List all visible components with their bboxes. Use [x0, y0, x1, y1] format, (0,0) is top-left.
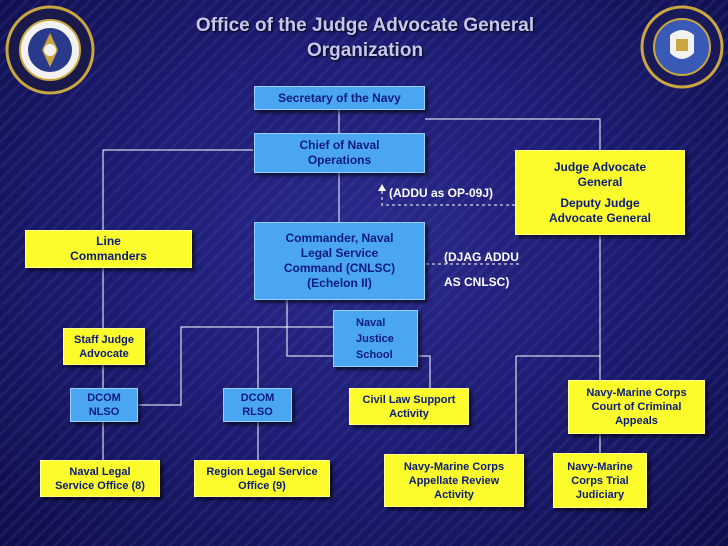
- box-label: General: [577, 174, 623, 189]
- box-label: Navy-Marine Corps: [586, 387, 687, 399]
- box-chief-of-naval-operations: Chief of Naval Operations: [254, 133, 425, 173]
- box-label: Secretary of the Navy: [278, 90, 401, 105]
- box-label: School: [356, 348, 393, 361]
- title-line-1: Office of the Judge Advocate General: [195, 15, 535, 36]
- box-label: DCOM: [240, 392, 275, 404]
- box-label: Region Legal Service: [206, 465, 318, 478]
- navy-jag-seal-left: [5, 5, 95, 95]
- box-line-commanders: Line Commanders: [25, 230, 192, 268]
- box-label: Appellate Review: [408, 474, 500, 487]
- box-label: Activity: [434, 488, 474, 501]
- box-label: Advocate: [79, 347, 129, 360]
- box-court-of-criminal-appeals: Navy-Marine Corps Court of Criminal Appe…: [568, 380, 705, 434]
- box-civil-law-support-activity: Civil Law Support Activity: [349, 388, 469, 425]
- box-region-legal-service-office: Region Legal Service Office (9): [194, 460, 330, 497]
- line-cnlsc-branch: [286, 300, 339, 328]
- box-label: Judiciary: [575, 488, 625, 501]
- title-line-2: Organization: [306, 40, 424, 61]
- box-label: Commander, Naval: [285, 231, 394, 245]
- label-addu: (ADDU as OP-09J): [389, 186, 494, 200]
- box-naval-legal-service-office: Naval Legal Service Office (8): [40, 460, 160, 497]
- box-label: Activity: [389, 407, 429, 420]
- box-cnlsc: Commander, Naval Legal Service Command (…: [254, 222, 425, 300]
- dashed-addu: [381, 188, 515, 206]
- box-label: Corps Trial: [571, 474, 629, 487]
- box-label: NLSO: [88, 406, 120, 418]
- label-djag-line-2: AS CNLSC): [444, 275, 510, 289]
- box-label: Judge Advocate: [553, 159, 647, 174]
- box-label: Court of Criminal: [591, 401, 682, 413]
- box-label: RLSO: [242, 406, 273, 418]
- box-label: Operations: [307, 153, 372, 167]
- box-label: Staff Judge: [74, 333, 134, 346]
- box-staff-judge-advocate: Staff Judge Advocate: [63, 328, 145, 365]
- box-label: Chief of Naval: [299, 138, 380, 152]
- arrowhead-addu: [378, 184, 386, 191]
- line-cno-line-commanders: [102, 149, 253, 230]
- box-label: Deputy Judge: [560, 195, 640, 210]
- line-secnav-jag: [425, 118, 601, 150]
- box-label: Appeals: [615, 415, 658, 427]
- box-label: Civil Law Support: [362, 393, 456, 406]
- box-label: Navy-Marine: [567, 460, 633, 473]
- line-cnlsc-dcom-nlso: [138, 326, 287, 406]
- box-label: Navy-Marine Corps: [403, 460, 505, 473]
- box-label: Commanders: [70, 249, 147, 263]
- page-title: Office of the Judge Advocate General Org…: [140, 13, 590, 63]
- box-label: Line: [96, 234, 121, 248]
- label-djag-line-1: (DJAG ADDU: [444, 250, 519, 264]
- box-label: Naval Legal: [69, 465, 131, 478]
- box-trial-judiciary: Navy-Marine Corps Trial Judiciary: [553, 453, 647, 508]
- box-appellate-review-activity: Navy-Marine Corps Appellate Review Activ…: [384, 454, 524, 507]
- box-label: Command (CNLSC): [283, 261, 396, 275]
- box-naval-justice-school: Naval Justice School: [333, 310, 418, 367]
- jag-corps-seal-right: [640, 5, 724, 89]
- box-label: Advocate General: [548, 210, 652, 225]
- box-label: Justice: [356, 332, 394, 345]
- box-secretary-of-the-navy: Secretary of the Navy: [254, 86, 425, 110]
- box-label: Legal Service: [300, 246, 379, 260]
- box-dcom-rlso: DCOM RLSO: [223, 388, 292, 422]
- box-label: Naval: [356, 316, 386, 329]
- box-judge-advocate-general: Judge Advocate General Deputy Judge Advo…: [515, 150, 685, 235]
- box-label: Service Office (8): [55, 479, 145, 492]
- box-dcom-nlso: DCOM NLSO: [70, 388, 138, 422]
- box-label: (Echelon II): [307, 276, 372, 290]
- box-label: Office (9): [238, 479, 286, 492]
- line-cnlsc-dcom-rlso: [257, 326, 287, 388]
- box-label: DCOM: [87, 392, 121, 404]
